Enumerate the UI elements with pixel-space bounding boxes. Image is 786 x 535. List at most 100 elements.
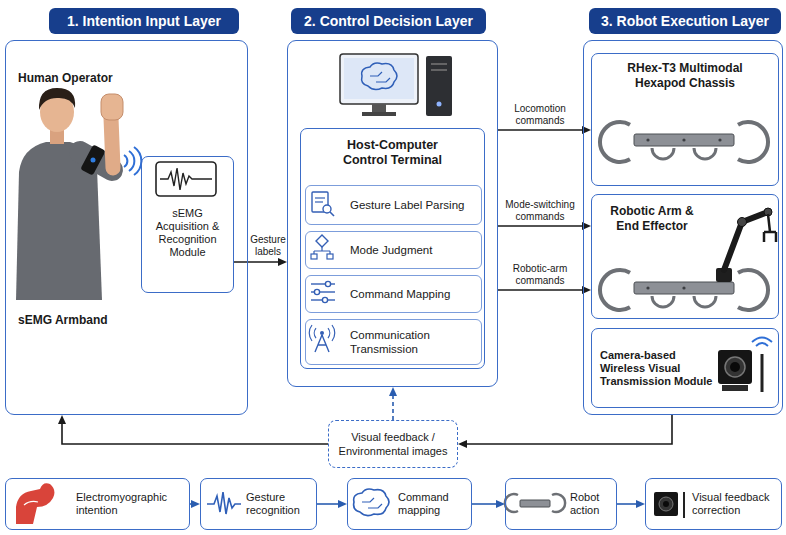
wireless-arc bbox=[124, 155, 127, 167]
antenna-waves bbox=[309, 325, 335, 341]
flow-step-box: Electromyographic intention bbox=[5, 478, 190, 530]
text-slot: 2. Control Decision Layer bbox=[291, 8, 486, 34]
connector bbox=[617, 500, 645, 508]
node-text: Robotic Arm & End Effector bbox=[600, 204, 704, 234]
connector-line bbox=[62, 422, 328, 444]
camera-lens bbox=[725, 357, 745, 377]
node-text: Visual feedback correction bbox=[692, 491, 777, 517]
node-text: Command mapping bbox=[398, 491, 467, 517]
connector bbox=[472, 500, 505, 508]
connector-line bbox=[465, 415, 672, 444]
tower-slot bbox=[431, 69, 447, 71]
waveform-frame bbox=[156, 162, 216, 196]
node-text: Visual feedback / Environmental images bbox=[334, 430, 452, 458]
feedback-box: Visual feedback / Environmental images bbox=[328, 420, 458, 468]
connector-line bbox=[392, 394, 394, 420]
wave-icon bbox=[207, 492, 241, 514]
operator-hair bbox=[39, 88, 75, 110]
slider-knob bbox=[325, 281, 330, 286]
magnifier bbox=[323, 205, 331, 213]
arrowhead bbox=[338, 500, 347, 508]
connector-line bbox=[498, 289, 584, 291]
slider-knob bbox=[314, 289, 319, 294]
connector-line bbox=[498, 225, 584, 227]
node-text: sEMG Acquisition & Recognition Module bbox=[148, 207, 228, 259]
connector bbox=[498, 286, 591, 294]
connector-line bbox=[498, 129, 584, 131]
monitor bbox=[340, 54, 418, 104]
mini-camera-body bbox=[654, 492, 678, 516]
hexapod-leg bbox=[600, 270, 630, 310]
edge-label: Mode-switching commands bbox=[500, 199, 580, 223]
pc-tower bbox=[426, 56, 452, 116]
mini-camera-antenna bbox=[683, 492, 685, 518]
flow-step-box: Visual feedback correction bbox=[645, 478, 782, 530]
layer-panel: 2. Control Decision LayerHost-Computer C… bbox=[287, 40, 498, 387]
arrowhead bbox=[278, 258, 287, 266]
connector bbox=[58, 415, 328, 444]
antenna-dot bbox=[320, 331, 324, 335]
hexapod-leg bbox=[652, 296, 674, 307]
wireless-arc bbox=[129, 151, 134, 171]
armband bbox=[80, 144, 106, 175]
edge-label: Robotic-arm commands bbox=[500, 263, 580, 287]
hexapod-leg bbox=[738, 122, 768, 162]
node-text: Human Operator bbox=[18, 71, 148, 86]
text-slot: 1. Intention Input Layer bbox=[49, 8, 239, 34]
device-box: Robotic Arm & End Effector bbox=[591, 194, 779, 319]
node-text: Camera-based Wireless Visual Transmissio… bbox=[600, 349, 716, 388]
armband-led bbox=[91, 158, 96, 163]
tower-button bbox=[437, 102, 442, 107]
waveform bbox=[160, 168, 212, 190]
hexapod-leg bbox=[738, 270, 768, 310]
process-box: Gesture Label Parsing bbox=[305, 185, 482, 225]
connector bbox=[317, 500, 347, 508]
label-slot: Mode-switching commands bbox=[500, 199, 580, 223]
terminal-box: Host-Computer Control TerminalGesture La… bbox=[300, 128, 485, 369]
hexapod-body bbox=[634, 282, 734, 294]
wifi-symbol bbox=[752, 338, 772, 347]
mini-robot-leg bbox=[552, 494, 565, 512]
decision-branches bbox=[314, 247, 330, 254]
node-text: 1. Intention Input Layer bbox=[49, 8, 239, 34]
connector-line bbox=[234, 261, 280, 263]
module-box: sEMG Acquisition & Recognition Module bbox=[141, 156, 234, 293]
node-text: Gesture Label Parsing bbox=[350, 198, 464, 212]
decision-icon bbox=[316, 235, 328, 247]
antenna-mast bbox=[315, 335, 329, 352]
bolt bbox=[646, 286, 649, 289]
slider-line bbox=[311, 283, 335, 284]
layer-panel: 3. Robot Execution LayerRHex-T3 Multimod… bbox=[583, 40, 783, 415]
hexapod-leg bbox=[600, 122, 630, 162]
muscle-icon bbox=[16, 483, 54, 524]
hexapod-leg bbox=[694, 148, 716, 159]
bolt bbox=[718, 138, 721, 141]
node-text: Gesture recognition bbox=[246, 491, 312, 517]
node-text: 3. Robot Execution Layer bbox=[589, 8, 781, 34]
connector bbox=[458, 415, 672, 448]
connector bbox=[498, 222, 591, 230]
text-slot: 3. Robot Execution Layer bbox=[589, 8, 781, 34]
text-slot: Human Operator bbox=[18, 71, 148, 86]
node-text: Communication Transmission bbox=[350, 328, 475, 356]
connector bbox=[234, 258, 287, 266]
label-slot: Robotic-arm commands bbox=[500, 263, 580, 287]
connector-line bbox=[472, 503, 498, 505]
camera-antenna bbox=[761, 354, 764, 392]
connector bbox=[389, 387, 397, 420]
process-box: Mode Judgment bbox=[305, 231, 482, 269]
slider-knob bbox=[322, 297, 327, 302]
mini-camera-core bbox=[663, 501, 669, 507]
magnifier-handle bbox=[330, 212, 334, 216]
monitor-base bbox=[362, 112, 396, 116]
connector-line bbox=[317, 503, 340, 505]
hexapod-leg bbox=[694, 296, 716, 307]
document-line bbox=[315, 197, 325, 198]
mini-robot-leg bbox=[505, 494, 518, 512]
layer-panel: 1. Intention Input LayerHuman OperatorsE… bbox=[5, 40, 248, 415]
arm-joint bbox=[738, 218, 747, 227]
arrowhead bbox=[58, 415, 66, 424]
tower-slot bbox=[431, 63, 447, 65]
node-text: sEMG Armband bbox=[18, 313, 148, 328]
flow-step-box: Robot action bbox=[505, 478, 617, 530]
